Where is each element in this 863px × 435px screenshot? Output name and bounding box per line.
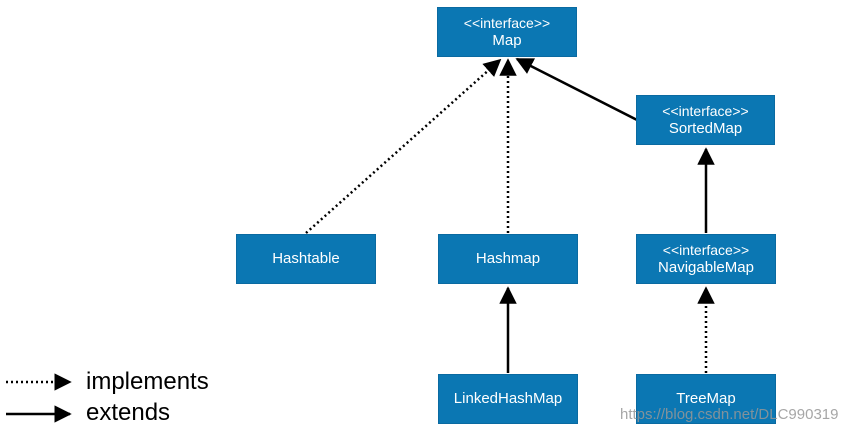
hashtable-name: Hashtable [272,250,340,267]
legend-extends-label: extends [86,399,171,426]
edge-sortedmap-extends-map [515,57,642,124]
hashmap-name: Hashmap [475,250,541,267]
map-interface-node: <<interface>> Map [437,7,577,57]
navigablemap-stereotype: <<interface>> [662,241,750,258]
hashmap-class-node: Hashmap [438,234,578,284]
linkedhashmap-name: LinkedHashMap [453,390,563,407]
linkedhashmap-class-node: LinkedHashMap [438,374,578,424]
sortedmap-name: SortedMap [668,119,743,137]
sortedmap-interface-node: <<interface>> SortedMap [636,95,775,145]
map-name: Map [492,31,522,49]
navigablemap-name: NavigableMap [658,258,754,276]
navigablemap-interface-node: <<interface>> NavigableMap [636,234,776,284]
sortedmap-stereotype: <<interface>> [662,102,749,119]
treemap-name: TreeMap [676,390,736,407]
map-stereotype: <<interface>> [463,14,551,31]
watermark-text: https://blog.csdn.net/DLC990319 [620,406,839,423]
hashtable-class-node: Hashtable [236,234,376,284]
legend-implements-label: implements [86,368,209,395]
edge-hashtable-implements-map [305,58,502,234]
treemap-class-node: TreeMap [636,374,776,424]
